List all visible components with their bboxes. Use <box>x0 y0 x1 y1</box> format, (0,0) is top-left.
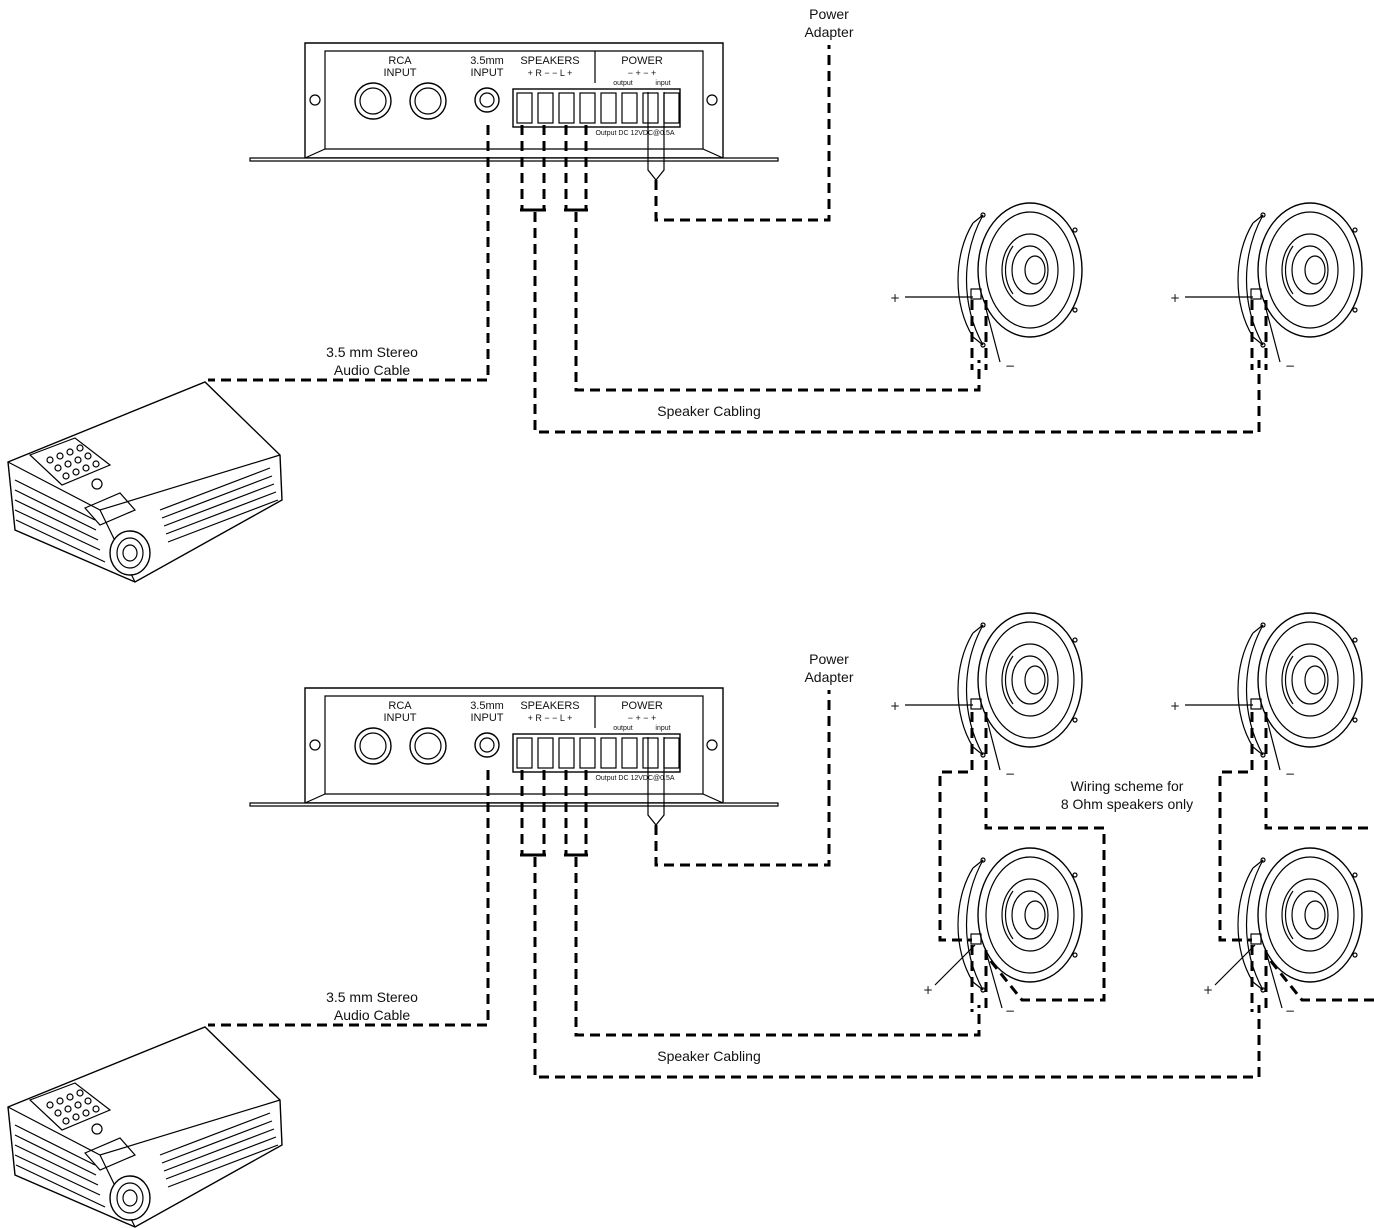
minus-sign: − <box>1005 1004 1015 1018</box>
aux-label: 3.5mm <box>470 55 504 67</box>
series-link-right <box>1218 712 1374 1012</box>
plus-sign: + <box>1170 291 1180 305</box>
aux-label: 3.5mm <box>470 700 504 712</box>
aux-input-label: INPUT <box>471 712 504 724</box>
power-adapter-label-2: Adapter <box>804 24 853 40</box>
terminal-note: Output DC 12VDC@0.5A <box>595 775 674 782</box>
rca-label: RCA <box>388 55 412 67</box>
minus-sign: − <box>1285 359 1295 373</box>
aux-input-label: INPUT <box>471 67 504 79</box>
plus-sign: + <box>1203 983 1213 997</box>
audio-cable-top <box>208 125 490 382</box>
audio-cable-label-2: Audio Cable <box>334 362 410 378</box>
rca-input-label: INPUT <box>384 67 417 79</box>
power-adapter-label-2: Adapter <box>804 669 853 685</box>
output-label: output <box>613 80 633 87</box>
top-diagram: RCA INPUT 3.5mm INPUT SPEAKERS + R − − L… <box>7 6 1363 583</box>
amplifier-top: RCA INPUT 3.5mm INPUT SPEAKERS + R − − L… <box>249 42 779 162</box>
speakers-polarity: + R − − L + <box>528 68 573 78</box>
plus-sign: + <box>890 291 900 305</box>
speakers-label: SPEAKERS <box>520 700 579 712</box>
minus-sign: − <box>1005 359 1015 373</box>
speakers-label: SPEAKERS <box>520 55 579 67</box>
plus-sign: + <box>1170 699 1180 713</box>
minus-sign: − <box>1285 767 1295 781</box>
rca-label: RCA <box>388 700 412 712</box>
wiring-note-2: 8 Ohm speakers only <box>1061 796 1193 812</box>
projector-top <box>7 381 283 583</box>
power-adapter-label: Power <box>809 6 849 22</box>
speaker-cable-bottom <box>520 770 1261 1079</box>
audio-cable-label: 3.5 mm Stereo <box>326 344 418 360</box>
speaker-bottom-right-lower: + − <box>1203 847 1363 1018</box>
power-cable-top <box>647 45 831 222</box>
output-label: output <box>613 725 633 732</box>
power-label: POWER <box>621 700 663 712</box>
rca-input-label: INPUT <box>384 712 417 724</box>
audio-cable-label: 3.5 mm Stereo <box>326 989 418 1005</box>
power-cable-bottom <box>647 690 831 867</box>
speaker-cable-top <box>520 125 1261 434</box>
minus-sign: − <box>1005 767 1015 781</box>
bottom-diagram: RCA INPUT 3.5mm INPUT SPEAKERS + R − − L… <box>7 612 1374 1228</box>
power-adapter-label: Power <box>809 651 849 667</box>
input-label: input <box>655 725 670 732</box>
series-link-left <box>938 712 1106 1012</box>
speaker-top-left: + − <box>890 202 1083 373</box>
speaker-top-right: + − <box>1170 202 1363 373</box>
plus-sign: + <box>923 983 933 997</box>
wiring-note: Wiring scheme for <box>1071 778 1184 794</box>
power-label: POWER <box>621 55 663 67</box>
speaker-cabling-label: Speaker Cabling <box>657 1048 761 1064</box>
power-polarity: − + − + <box>628 713 657 723</box>
speaker-bottom-right-upper: + − <box>1170 612 1363 781</box>
power-polarity: − + − + <box>628 68 657 78</box>
speaker-bottom-left-lower: + − <box>923 847 1083 1018</box>
amplifier-bottom: RCA INPUT 3.5mm INPUT SPEAKERS + R − − L… <box>249 687 779 807</box>
speakers-polarity: + R − − L + <box>528 713 573 723</box>
audio-cable-label-2: Audio Cable <box>334 1007 410 1023</box>
plus-sign: + <box>890 699 900 713</box>
audio-cable-bottom <box>208 770 490 1027</box>
minus-sign: − <box>1285 1004 1295 1018</box>
input-label: input <box>655 80 670 87</box>
terminal-note: Output DC 12VDC@0.5A <box>595 130 674 137</box>
speaker-cabling-label: Speaker Cabling <box>657 403 761 419</box>
speaker-bottom-left-upper: + − <box>890 612 1083 781</box>
projector-bottom <box>7 1026 283 1228</box>
